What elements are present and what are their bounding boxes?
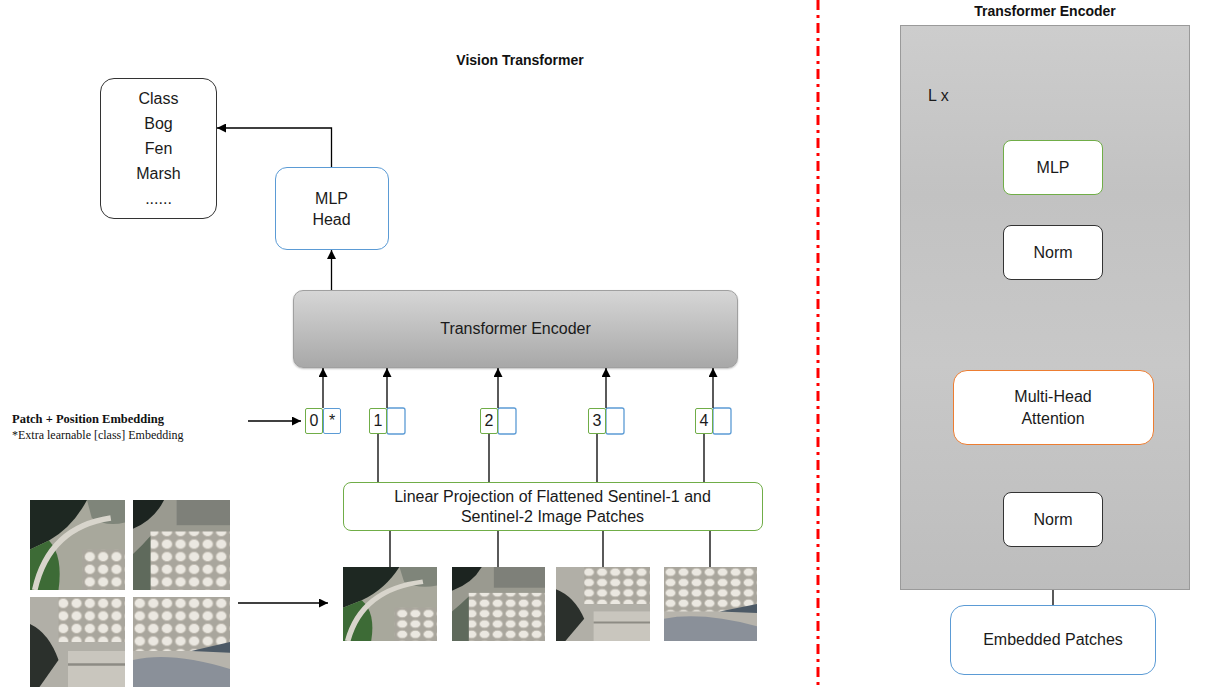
node-text: 0 [310,411,319,431]
connector-arrow [497,368,498,408]
connector-arrow [386,368,387,408]
attention-box: Multi-Head Attention [953,370,1154,445]
connector-arrow [217,128,332,167]
class-token: * [323,408,341,434]
diagram-title: Vision Transformer [456,52,583,68]
node-text: MLP [1037,158,1070,178]
position-token: 1 [369,408,387,434]
node-text: Multi-Head Attention [984,386,1123,430]
connector-arrow [596,434,597,482]
node-text: ...... [145,186,172,211]
position-token: 2 [480,408,498,434]
patch-line [709,530,710,567]
connector-arrow [712,368,713,408]
node-text: Norm [1033,243,1072,263]
embedding-slot [498,408,516,434]
patch-line [602,530,603,567]
image-patch [556,567,650,641]
node-text: Transformer Encoder [440,319,591,339]
image-patch [452,567,545,641]
divider-line [817,0,820,688]
embedding-slot [606,408,624,434]
input-image [30,500,230,687]
node-text: Marsh [136,161,180,186]
node-text: 4 [700,411,709,431]
panel-heading: Transformer Encoder [901,3,1189,20]
node-text: 1 [374,411,383,431]
input-box: Embedded Patches [950,605,1156,675]
position-token: 4 [695,408,713,434]
norm-box: Norm [1003,492,1103,547]
node-text: Embedded Patches [983,630,1123,650]
split-arrow [238,602,328,604]
class-list-box: ClassBogFenMarsh...... [100,78,217,219]
image-tile [133,500,230,590]
node-text: 2 [485,411,494,431]
patch-line [497,530,498,567]
connector-arrow [703,434,704,482]
node-text: Class [138,86,178,111]
node-text: Fen [145,136,173,161]
embedding-slot [387,408,405,434]
node-text: 3 [593,411,602,431]
embedding-slot [713,408,731,434]
norm-box: Norm [1003,225,1103,280]
image-patches [343,567,757,641]
node-text: * [329,411,335,431]
mlp-box: MLP [1003,140,1103,195]
repeat-label: L x [928,86,949,106]
node-text: Linear Projection of Flattened Sentinel-… [362,487,744,527]
connector-arrow [488,434,489,482]
leader-arrow [248,420,301,422]
node-text: MLP Head [298,188,366,230]
encoder-panel: Transformer EncoderL xMLPNormMulti-Head … [900,25,1190,590]
image-patch [343,567,437,641]
image-patch [664,567,757,641]
node-text: Norm [1033,510,1072,530]
image-tile [30,597,125,687]
head-box: MLP Head [275,167,389,250]
patch-line [389,530,390,567]
position-token: 0 [305,408,323,434]
connector-arrow [331,250,332,290]
connector-arrow [322,368,323,408]
node-text: Bog [144,111,172,136]
connector-arrow [377,434,378,482]
image-tile [133,597,230,687]
annotation-label: *Extra learnable [class] Embedding [12,428,184,443]
encoder-box: Transformer Encoder [293,290,738,368]
embedding-slots [387,408,731,434]
image-tile [30,500,125,590]
projection-box: Linear Projection of Flattened Sentinel-… [343,482,763,531]
connector-arrow [605,368,606,408]
patch-lines [390,530,710,567]
position-token: 3 [588,408,606,434]
annotation-label: Patch + Position Embedding [12,412,164,427]
